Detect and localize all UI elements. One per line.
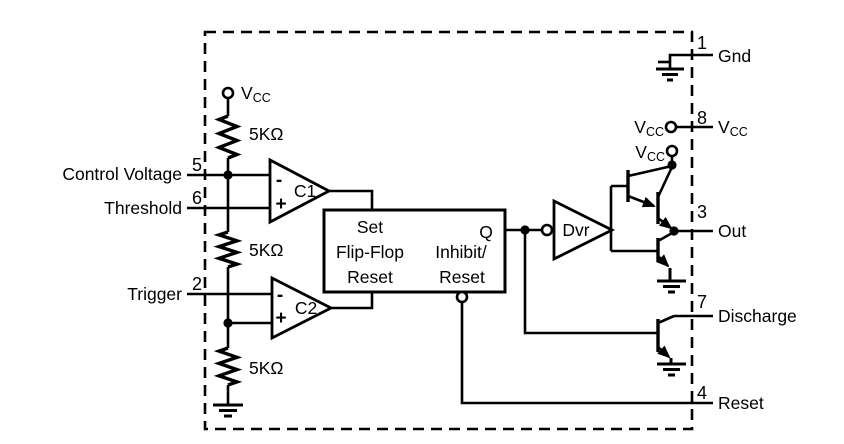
c1-plus-sign: + [275, 194, 286, 215]
flip-flop-q-label: Q [479, 222, 493, 242]
pin-number-8: 8 [697, 108, 707, 128]
wire-c1-to-set [329, 189, 374, 212]
comparator-c1-label: C1 [294, 181, 316, 201]
resistor-r2-zigzag [213, 230, 243, 269]
comparator-c2-triangle [270, 275, 335, 341]
pin-label-discharge: Discharge [718, 306, 797, 326]
resistor-r3 [213, 346, 243, 387]
pin-number-4: 4 [697, 383, 707, 403]
resistor-r2-value: 5KΩ [249, 240, 284, 260]
pin-label-out: Out [718, 221, 746, 241]
flip-flop-inhibit-label-line1: Inhibit/ [435, 242, 487, 262]
ground-symbol-discharge [657, 358, 686, 377]
inhibit-reset-bubble [455, 290, 469, 304]
c2-plus-sign: + [275, 308, 286, 329]
resistor-r3-zigzag [213, 346, 243, 387]
pin-label-control-voltage: Control Voltage [62, 164, 182, 184]
junction-vcc-output [667, 160, 677, 170]
resistor-r2 [213, 230, 243, 269]
junction-control-voltage [223, 170, 233, 180]
wire-gnd-pin1 [668, 53, 713, 69]
driver-dvr-label: Dvr [562, 220, 589, 240]
pin-label-reset: Reset [718, 393, 764, 413]
vcc-terminal-output [665, 144, 679, 158]
pin-number-2: 2 [192, 274, 202, 294]
wire-reset-pin4 [460, 302, 713, 405]
pin-label-threshold: Threshold [104, 198, 182, 218]
pin-number-3: 3 [697, 202, 707, 222]
pin-label-trigger: Trigger [127, 284, 182, 304]
wire-q-to-discharge-base [523, 230, 658, 335]
flip-flop-reset-label: Reset [347, 267, 393, 287]
comparator-c1-triangle [268, 157, 333, 225]
wires [187, 53, 713, 405]
junction-c2-plus [223, 318, 233, 328]
transistor-discharge [656, 314, 675, 359]
transistor-q1 [626, 164, 673, 208]
junction-q-output [520, 225, 530, 235]
driver-dvr-triangle [552, 198, 616, 262]
flip-flop-name-label: Flip-Flop [336, 242, 404, 262]
c2-minus-sign: - [277, 285, 283, 306]
pin-number-6: 6 [192, 188, 202, 208]
transistor-q2 [656, 166, 674, 230]
pin-number-7: 7 [697, 292, 707, 312]
pin-label-vcc: VCC [718, 117, 748, 139]
vcc-label-output-stage: VCC [635, 142, 665, 164]
ground-symbol-divider [213, 403, 243, 418]
vcc-label-divider: VCC [241, 83, 271, 105]
pin-number-5: 5 [192, 155, 202, 175]
wire-c2-to-reset [331, 290, 374, 310]
flip-flop-inhibit-label-line2: Reset [439, 267, 485, 287]
resistor-r1-zigzag [214, 114, 242, 160]
resistor-r1 [214, 114, 242, 160]
resistor-r1-value: 5KΩ [249, 124, 284, 144]
ground-symbol-output [657, 268, 686, 294]
vcc-terminal-divider [221, 86, 235, 100]
vcc-terminal-pin8 [664, 120, 678, 134]
c1-minus-sign: - [276, 170, 282, 191]
vcc-label-pin8-inner: VCC [634, 117, 664, 139]
pin-label-gnd: Gnd [718, 46, 751, 66]
driver-input-bubble [540, 223, 554, 237]
pin-number-1: 1 [697, 33, 707, 53]
flip-flop-box [322, 208, 507, 294]
junction-out-node [669, 226, 679, 236]
transistor-q3 [656, 230, 675, 268]
resistor-r3-value: 5KΩ [249, 358, 284, 378]
ground-symbol-pin1 [656, 67, 684, 82]
flip-flop-set-label: Set [357, 217, 383, 237]
comparator-c2-label: C2 [295, 298, 317, 318]
